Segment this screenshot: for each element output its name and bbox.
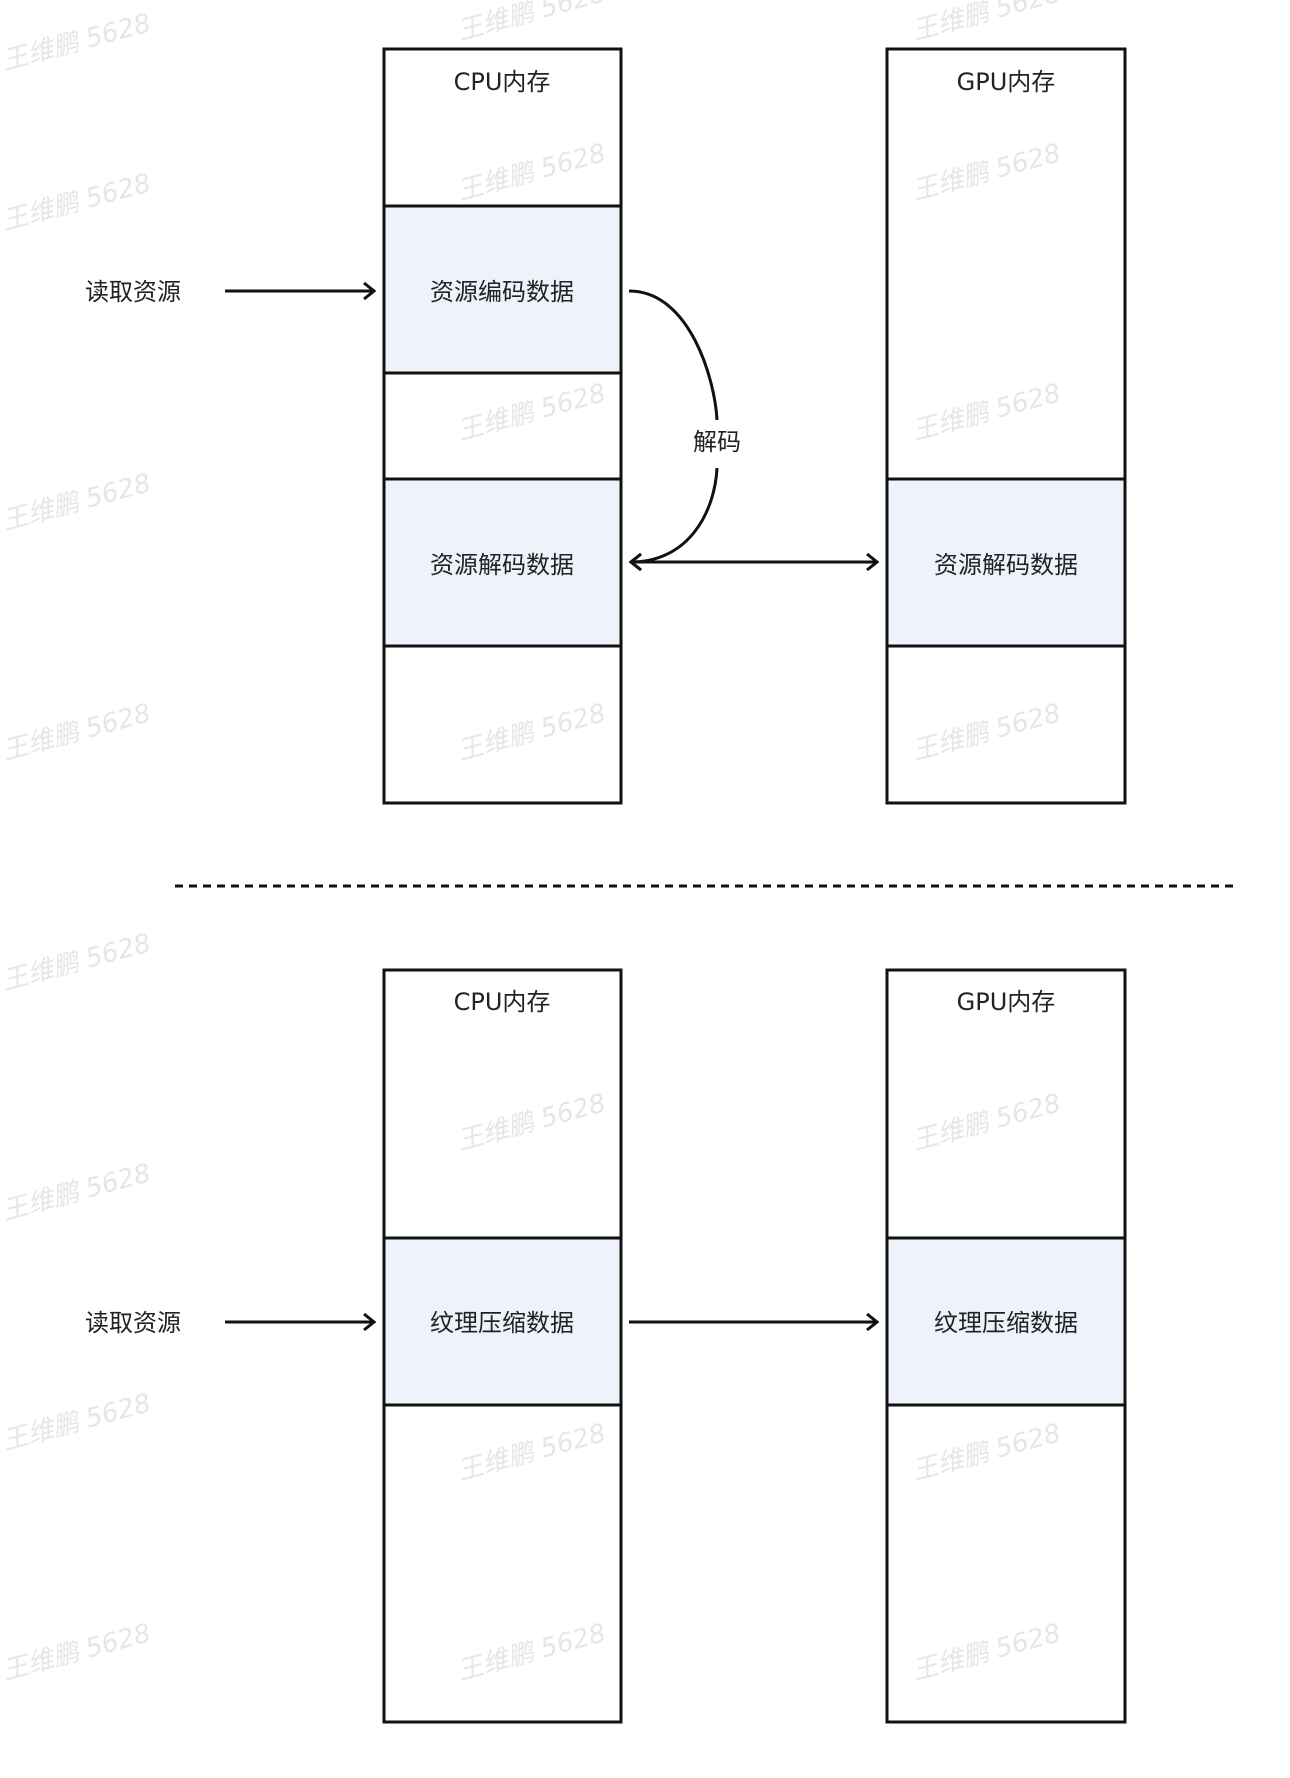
bottom-diagram: CPU内存 纹理压缩数据 GPU内存 纹理压缩数据 读取资源: [85, 968, 1127, 1724]
watermark: 王维鹏 5628: [454, 138, 609, 206]
cpu-encoded-block: [384, 206, 621, 373]
watermark: 王维鹏 5628: [0, 698, 154, 766]
read-resource-label: 读取资源: [85, 1309, 181, 1337]
watermark: 王维鹏 5628: [909, 1088, 1064, 1156]
cpu-memory-box: [382, 47, 623, 805]
encoded-data-label: 资源编码数据: [430, 278, 574, 306]
watermark: 王维鹏 5628: [909, 378, 1064, 446]
watermark: 王维鹏 5628: [909, 698, 1064, 766]
cpu-memory-box: [382, 968, 623, 1724]
watermark: 王维鹏 5628: [0, 1388, 154, 1456]
watermark: 王维鹏 5628: [909, 138, 1064, 206]
cpu-memory-column: CPU内存 资源编码数据 资源解码数据: [382, 47, 623, 805]
watermark: 王维鹏 5628: [454, 0, 609, 47]
watermark: 王维鹏 5628: [0, 168, 154, 236]
cpu-decoded-block: [384, 479, 621, 646]
cpu-compressed-block: [384, 1238, 621, 1405]
watermark: 王维鹏 5628: [0, 8, 154, 76]
compressed-data-label: 纹理压缩数据: [934, 1309, 1078, 1337]
gpu-compressed-block: [887, 1238, 1125, 1405]
decode-curve-arrow-lower: [631, 467, 719, 562]
watermark: 王维鹏 5628: [909, 0, 1064, 47]
watermark: 王维鹏 5628: [0, 1158, 154, 1226]
gpu-memory-column: GPU内存 资源解码数据: [885, 47, 1127, 805]
watermark: 王维鹏 5628: [454, 378, 609, 446]
cpu-memory-title: CPU内存: [454, 988, 551, 1016]
watermark: 王维鹏 5628: [454, 1418, 609, 1486]
watermark: 王维鹏 5628: [454, 1618, 609, 1686]
read-resource-label: 读取资源: [85, 278, 181, 306]
watermark: 王维鹏 5628: [454, 698, 609, 766]
decode-curve-arrow: [628, 289, 719, 421]
watermark: 王维鹏 5628: [0, 468, 154, 536]
watermark: 王维鹏 5628: [0, 928, 154, 996]
gpu-memory-box: [885, 47, 1127, 805]
top-diagram: CPU内存 资源编码数据 资源解码数据 GPU内存 资源解码数据 读取资源 解码: [85, 47, 1127, 805]
watermark: 王维鹏 5628: [909, 1618, 1064, 1686]
watermark: 王维鹏 5628: [454, 1088, 609, 1156]
decoded-data-label: 资源解码数据: [430, 551, 574, 579]
compressed-data-label: 纹理压缩数据: [430, 1309, 574, 1337]
cpu-memory-title: CPU内存: [454, 68, 551, 96]
gpu-memory-title: GPU内存: [957, 68, 1056, 96]
decoded-data-label: 资源解码数据: [934, 551, 1078, 579]
gpu-memory-column: GPU内存 纹理压缩数据: [885, 968, 1127, 1724]
gpu-memory-box: [885, 968, 1127, 1724]
gpu-memory-title: GPU内存: [957, 988, 1056, 1016]
watermark: 王维鹏 5628: [909, 1418, 1064, 1486]
gpu-decoded-block: [887, 479, 1125, 646]
cpu-memory-column: CPU内存 纹理压缩数据: [382, 968, 623, 1724]
watermark: 王维鹏 5628: [0, 1618, 154, 1686]
decode-label: 解码: [693, 428, 741, 456]
